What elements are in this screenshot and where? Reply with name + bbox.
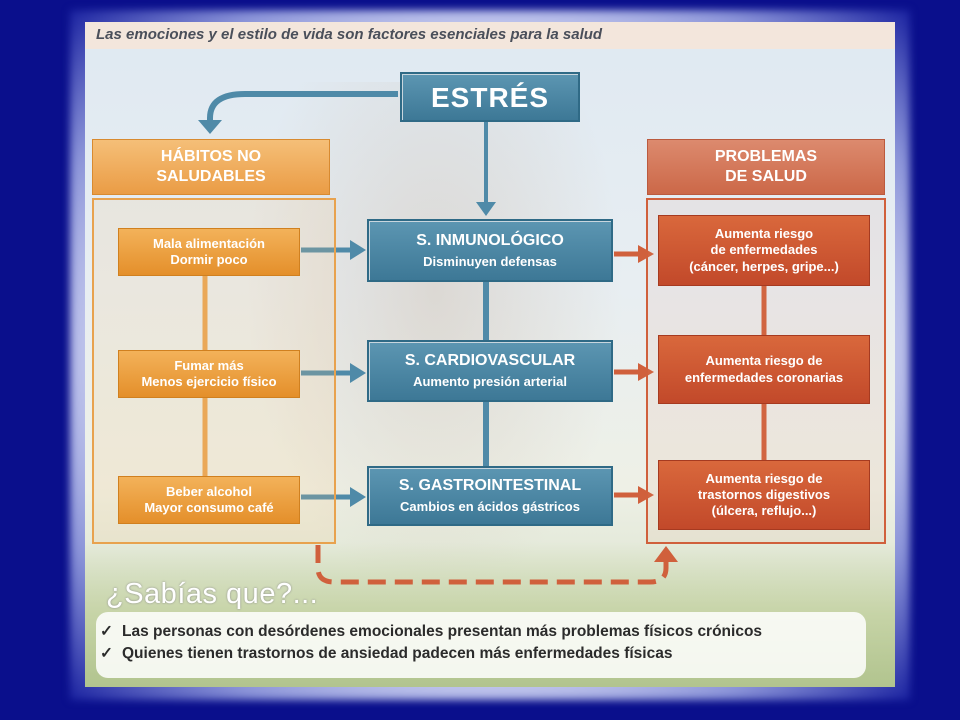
- habit-1-line2: Dormir poco: [170, 252, 248, 267]
- problem-3-line1: Aumenta riesgo de: [705, 470, 823, 486]
- habit-2-line2: Menos ejercicio físico: [141, 374, 277, 389]
- habit-1-line1: Mala alimentación: [153, 235, 265, 251]
- fact-1-text: Las personas con desórdenes emocionales …: [122, 623, 763, 640]
- stress-label: ESTRÉS: [430, 81, 550, 113]
- stress-to-habits-arrowhead: [198, 120, 222, 134]
- fact-1: ✓ Las personas con desórdenes emocionales…: [100, 622, 762, 641]
- system-box-gastrointestinal: S. GASTROINTESTINAL Cambios en ácidos gá…: [367, 466, 613, 526]
- problem-3-line2: trastornos digestivos: [697, 486, 831, 502]
- problems-header-line1: PROBLEMAS: [714, 148, 818, 165]
- system-box-immunologic: S. INMUNOLÓGICO Disminuyen defensas: [367, 219, 613, 282]
- system-3-effect: Cambios en ácidos gástricos: [400, 499, 580, 515]
- problem-1-line3: (cáncer, herpes, gripe...): [689, 258, 839, 274]
- problem-2-line2: enfermedades coronarias: [684, 369, 844, 385]
- problem-box-1: Aumenta riesgo de enfermedades (cáncer, …: [658, 215, 870, 286]
- check-icon: ✓: [100, 623, 113, 640]
- problem-3-line3: (úlcera, reflujo...): [711, 503, 817, 519]
- problems-header-line2: DE SALUD: [725, 168, 807, 185]
- fact-2-text: Quienes tienen trastornos de ansiedad pa…: [122, 645, 673, 662]
- title-bar: [85, 22, 895, 49]
- problem-1-line2: de enfermedades: [710, 242, 818, 258]
- problems-header: PROBLEMAS DE SALUD: [647, 139, 885, 195]
- habit1-arrowhead: [350, 240, 366, 260]
- stress-to-systems-arrowhead: [476, 202, 496, 216]
- habit-3-line1: Beber alcohol: [166, 483, 252, 499]
- habit-box-1: Mala alimentación Dormir poco: [118, 228, 300, 276]
- stress-box: ESTRÉS: [400, 72, 580, 122]
- habit-2-line1: Fumar más: [174, 357, 244, 373]
- system-2-effect: Aumento presión arterial: [413, 374, 567, 390]
- system-1-name: S. INMUNOLÓGICO: [416, 231, 564, 249]
- habits-header-line2: SALUDABLES: [156, 168, 266, 185]
- habit-box-2: Fumar más Menos ejercicio físico: [118, 350, 300, 398]
- check-icon: ✓: [100, 645, 113, 662]
- problem-box-3: Aumenta riesgo de trastornos digestivos …: [658, 460, 870, 530]
- facts-panel: [96, 612, 866, 678]
- habits-header-line1: HÁBITOS NO: [160, 148, 262, 165]
- system-2-name: S. CARDIOVASCULAR: [404, 352, 576, 370]
- habit-3-line2: Mayor consumo café: [144, 500, 274, 515]
- habit2-arrowhead: [350, 363, 366, 383]
- did-you-know-heading: ¿Sabías que?...: [106, 578, 319, 610]
- habits-to-problems-dashed-arrow: [315, 545, 669, 585]
- habits-header: HÁBITOS NO SALUDABLES: [92, 139, 330, 195]
- dashed-arrowhead: [654, 546, 678, 562]
- problem-1-line1: Aumenta riesgo: [714, 226, 814, 242]
- infographic-title: Las emociones y el estilo de vida son fa…: [96, 26, 603, 43]
- stress-to-habits-arrow: [207, 91, 398, 124]
- problem-2-line1: Aumenta riesgo de: [705, 353, 823, 369]
- fact-2: ✓ Quienes tienen trastornos de ansiedad p…: [100, 644, 672, 663]
- system-3-name: S. GASTROINTESTINAL: [398, 477, 582, 495]
- habit3-arrowhead: [350, 487, 366, 507]
- habit-box-3: Beber alcohol Mayor consumo café: [118, 476, 300, 524]
- system-box-cardiovascular: S. CARDIOVASCULAR Aumento presión arteri…: [367, 340, 613, 402]
- problem-box-2: Aumenta riesgo de enfermedades coronaria…: [658, 335, 870, 404]
- system-1-effect: Disminuyen defensas: [423, 253, 557, 269]
